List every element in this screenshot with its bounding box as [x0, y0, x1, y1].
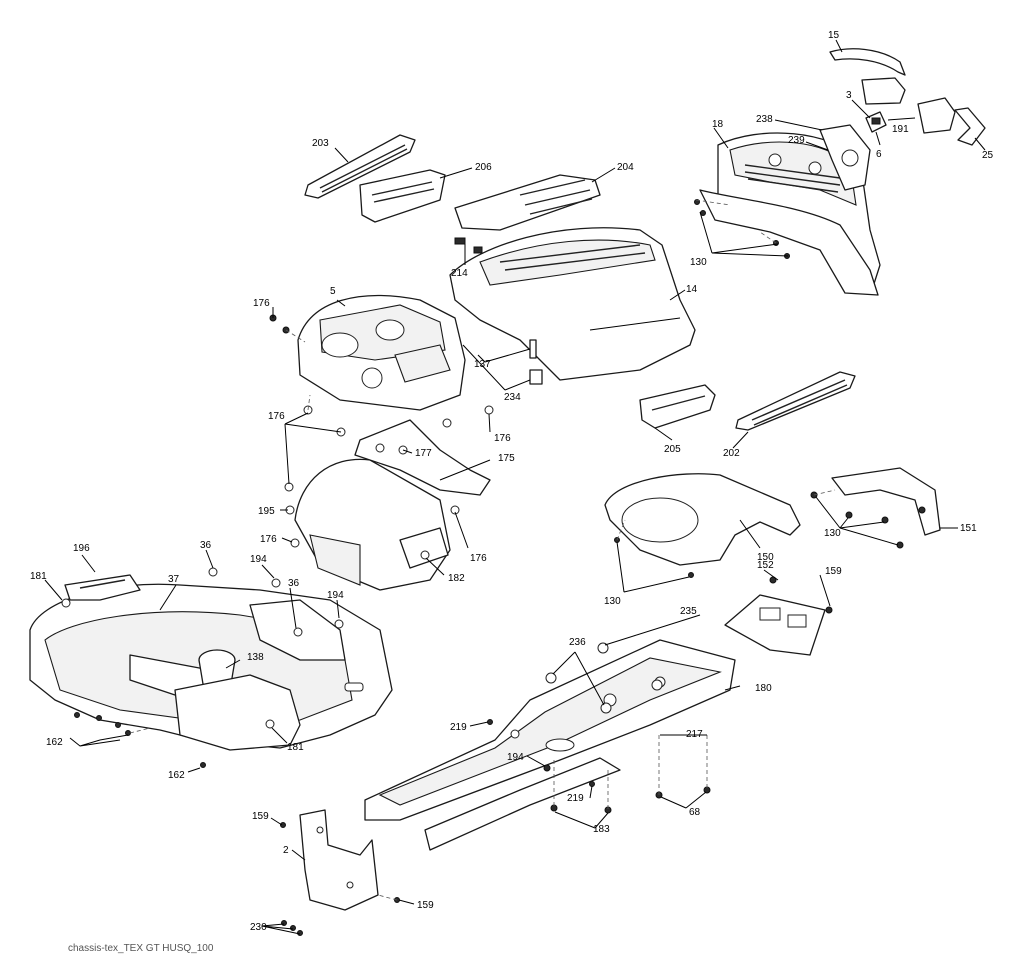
grille-lower-panel: [699, 189, 879, 296]
callout-219-b: 219: [567, 793, 584, 804]
callout-36-a: 36: [200, 540, 212, 551]
callout-194-a: 194: [250, 554, 267, 565]
callout-159-b: 159: [252, 811, 269, 822]
callout-203: 203: [312, 138, 329, 149]
callout-176-a: 176: [253, 298, 270, 309]
callout-130-bracket: 130: [824, 528, 841, 539]
callout-195: 195: [258, 506, 275, 517]
callout-176-c: 176: [494, 433, 511, 444]
fasteners: [61, 199, 926, 936]
bracket-25: [954, 107, 986, 146]
plate-152: [724, 594, 826, 656]
callout-230: 230: [250, 922, 267, 933]
seat-plate-196: [64, 574, 141, 601]
callout-130-tank: 130: [604, 596, 621, 607]
callout-176-e: 176: [470, 553, 487, 564]
callout-177: 177: [415, 448, 432, 459]
headlight-lens-right: [917, 97, 956, 134]
leader-lines: [44, 39, 986, 935]
callout-159-c: 159: [417, 900, 434, 911]
fender-lower: [174, 674, 301, 751]
callout-130-grille: 130: [690, 257, 707, 268]
bracket-175: [354, 419, 491, 496]
callout-194-c: 194: [507, 752, 524, 763]
callout-138: 138: [247, 652, 264, 663]
callout-204: 204: [617, 162, 634, 173]
callout-176-d: 176: [260, 534, 277, 545]
cover-204: [454, 174, 601, 231]
callout-180: 180: [755, 683, 772, 694]
callout-182: 182: [448, 573, 465, 584]
callout-15: 15: [828, 30, 840, 41]
bracket-2: [299, 809, 379, 911]
callout-219-a: 219: [450, 722, 467, 733]
callout-152: 152: [757, 560, 774, 571]
callout-181-a: 181: [30, 571, 47, 582]
callout-214: 214: [451, 268, 468, 279]
trim-15: [829, 48, 906, 76]
callout-202: 202: [723, 448, 740, 459]
callout-234: 234: [504, 392, 521, 403]
callout-2: 2: [283, 845, 289, 856]
console-182: [294, 458, 451, 591]
callout-239: 239: [788, 135, 805, 146]
vent-202: [735, 371, 856, 431]
callout-183: 183: [593, 824, 610, 835]
callout-191: 191: [892, 124, 909, 135]
callout-159-a: 159: [825, 566, 842, 577]
callout-235: 235: [680, 606, 697, 617]
callout-217: 217: [686, 729, 703, 740]
tank-housing-150: [604, 473, 801, 566]
callout-175: 175: [498, 453, 515, 464]
callout-36-b: 36: [288, 578, 300, 589]
diagram-caption: chassis-tex_TEX GT HUSQ_100: [68, 943, 214, 954]
clip-214: [454, 237, 483, 254]
callout-196: 196: [73, 543, 90, 554]
vent-206: [359, 169, 446, 223]
callout-5: 5: [330, 286, 336, 297]
frame-rail-lower: [424, 757, 621, 851]
callout-150: 150: [757, 552, 774, 563]
callout-194-b: 194: [327, 590, 344, 601]
frame-rail-180: [364, 639, 736, 821]
lamp-holder-3: [865, 111, 887, 133]
callout-labels: 15 3 191 6 25 238 239 18 130 203 206 204…: [30, 30, 994, 933]
callout-162-a: 162: [46, 737, 63, 748]
headlight-lens-left: [861, 77, 906, 105]
bracket-151: [831, 467, 941, 536]
callout-181-b: 181: [287, 742, 304, 753]
callout-238: 238: [756, 114, 773, 125]
callout-68: 68: [689, 807, 701, 818]
callout-37: 37: [168, 574, 180, 585]
callout-18: 18: [712, 119, 724, 130]
callout-25: 25: [982, 150, 994, 161]
assembly-lines: [129, 199, 836, 901]
hood-14: [449, 227, 696, 381]
callout-3: 3: [846, 90, 852, 101]
callout-176-b: 176: [268, 411, 285, 422]
callout-205: 205: [664, 444, 681, 455]
callout-236: 236: [569, 637, 586, 648]
vent-203: [304, 134, 416, 199]
callout-151: 151: [960, 523, 977, 534]
callout-6: 6: [876, 149, 882, 160]
callout-206: 206: [475, 162, 492, 173]
callout-14: 14: [686, 284, 698, 295]
dash-panel-5: [297, 294, 466, 411]
vent-205: [639, 384, 716, 429]
callout-162-b: 162: [168, 770, 185, 781]
callout-137: 137: [474, 359, 491, 370]
